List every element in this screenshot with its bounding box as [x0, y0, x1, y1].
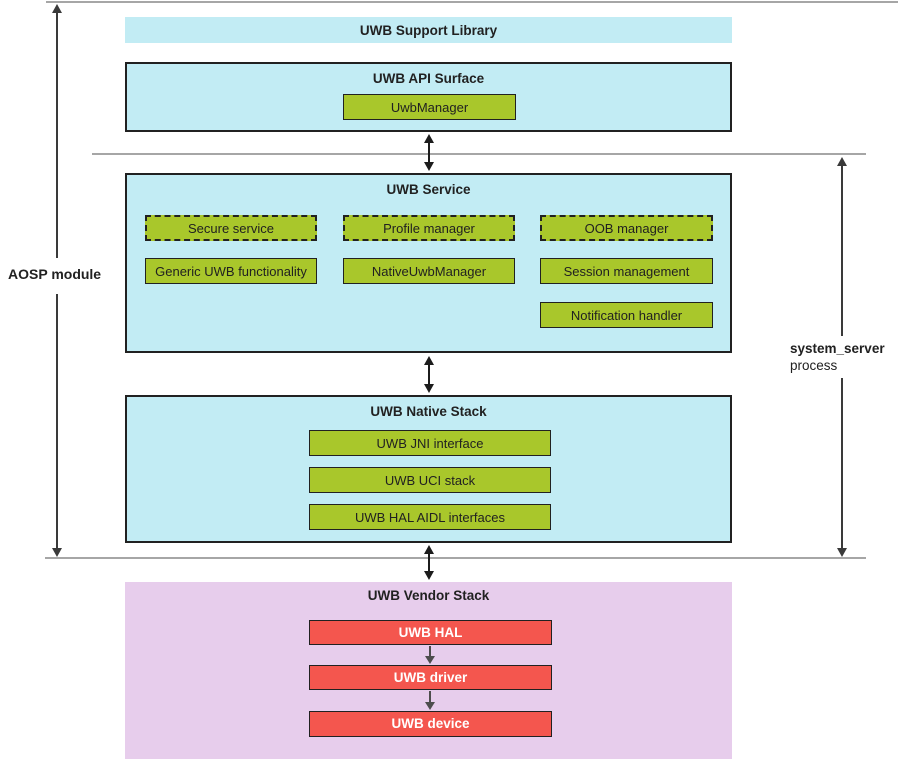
- oob-manager-box: OOB manager: [540, 215, 713, 241]
- native-uwb-manager-box: NativeUwbManager: [343, 258, 515, 284]
- arrow-up-icon: [424, 134, 434, 143]
- uwb-driver-label: UWB driver: [393, 669, 468, 685]
- uwb-jni-interface-label: UWB JNI interface: [376, 435, 484, 451]
- aosp-span-line-upper: [56, 11, 58, 258]
- aosp-span-arrowhead-bottom: [52, 548, 62, 557]
- notification-handler-label: Notification handler: [570, 307, 683, 323]
- secure-service-label: Secure service: [188, 220, 274, 236]
- secure-service-box: Secure service: [145, 215, 317, 241]
- system-server-process-label: system_server process: [790, 341, 885, 375]
- uwbmanager-box: UwbManager: [343, 94, 516, 120]
- module-boundary-line-top: [46, 1, 898, 3]
- uwb-service-title: UWB Service: [386, 182, 471, 197]
- arrow-up-icon: [424, 356, 434, 365]
- aosp-module-label: AOSP module: [8, 266, 102, 284]
- uwb-driver-box: UWB driver: [309, 665, 552, 690]
- arrow-down-icon: [425, 702, 435, 710]
- uwb-device-label: UWB device: [391, 716, 470, 732]
- uwb-hal-box: UWB HAL: [309, 620, 552, 645]
- hal-driver-arrow: [425, 646, 435, 664]
- session-management-box: Session management: [540, 258, 713, 284]
- uwb-uci-stack-label: UWB UCI stack: [384, 472, 476, 488]
- arrow-down-icon: [425, 656, 435, 664]
- profile-manager-label: Profile manager: [383, 220, 475, 236]
- arrow-down-icon: [424, 571, 434, 580]
- uwbmanager-label: UwbManager: [390, 99, 469, 115]
- generic-uwb-functionality-box: Generic UWB functionality: [145, 258, 317, 284]
- system-server-span-line-lower: [841, 378, 843, 550]
- uwb-hal-label: UWB HAL: [398, 624, 463, 640]
- arrow-down-icon: [424, 162, 434, 171]
- uwb-hal-aidl-interfaces-label: UWB HAL AIDL interfaces: [354, 509, 506, 525]
- arrow-down-icon: [424, 384, 434, 393]
- profile-manager-box: Profile manager: [343, 215, 515, 241]
- session-management-label: Session management: [563, 263, 690, 279]
- system-server-span-arrowhead-top: [837, 157, 847, 166]
- uwb-support-library-title: UWB Support Library: [359, 22, 498, 38]
- api-service-arrow: [422, 134, 436, 171]
- aosp-module-text: AOSP module: [8, 266, 102, 282]
- uwb-support-library-bar: UWB Support Library: [125, 17, 732, 43]
- aosp-span-arrowhead-top: [52, 4, 62, 13]
- uwb-hal-aidl-interfaces-box: UWB HAL AIDL interfaces: [309, 504, 551, 530]
- system-server-text: system_server: [790, 341, 885, 356]
- uwb-uci-stack-box: UWB UCI stack: [309, 467, 551, 493]
- oob-manager-label: OOB manager: [584, 220, 669, 236]
- system-server-span-line-upper: [841, 164, 843, 336]
- generic-uwb-functionality-label: Generic UWB functionality: [155, 263, 307, 279]
- native-vendor-arrow: [422, 545, 436, 580]
- notification-handler-box: Notification handler: [540, 302, 713, 328]
- service-native-arrow: [422, 356, 436, 393]
- aosp-span-line-lower: [56, 294, 58, 550]
- system-server-span-arrowhead-bottom: [837, 548, 847, 557]
- uwb-jni-interface-box: UWB JNI interface: [309, 430, 551, 456]
- arrow-up-icon: [424, 545, 434, 554]
- uwb-native-stack-title: UWB Native Stack: [370, 404, 487, 419]
- driver-device-arrow: [425, 691, 435, 710]
- uwb-api-surface-title: UWB API Surface: [372, 71, 485, 86]
- module-boundary-line-bottom: [45, 557, 866, 559]
- process-boundary-line-top: [92, 153, 866, 155]
- uwb-vendor-stack-title: UWB Vendor Stack: [367, 588, 490, 603]
- process-text: process: [790, 357, 838, 373]
- native-uwb-manager-label: NativeUwbManager: [371, 263, 487, 279]
- uwb-device-box: UWB device: [309, 711, 552, 737]
